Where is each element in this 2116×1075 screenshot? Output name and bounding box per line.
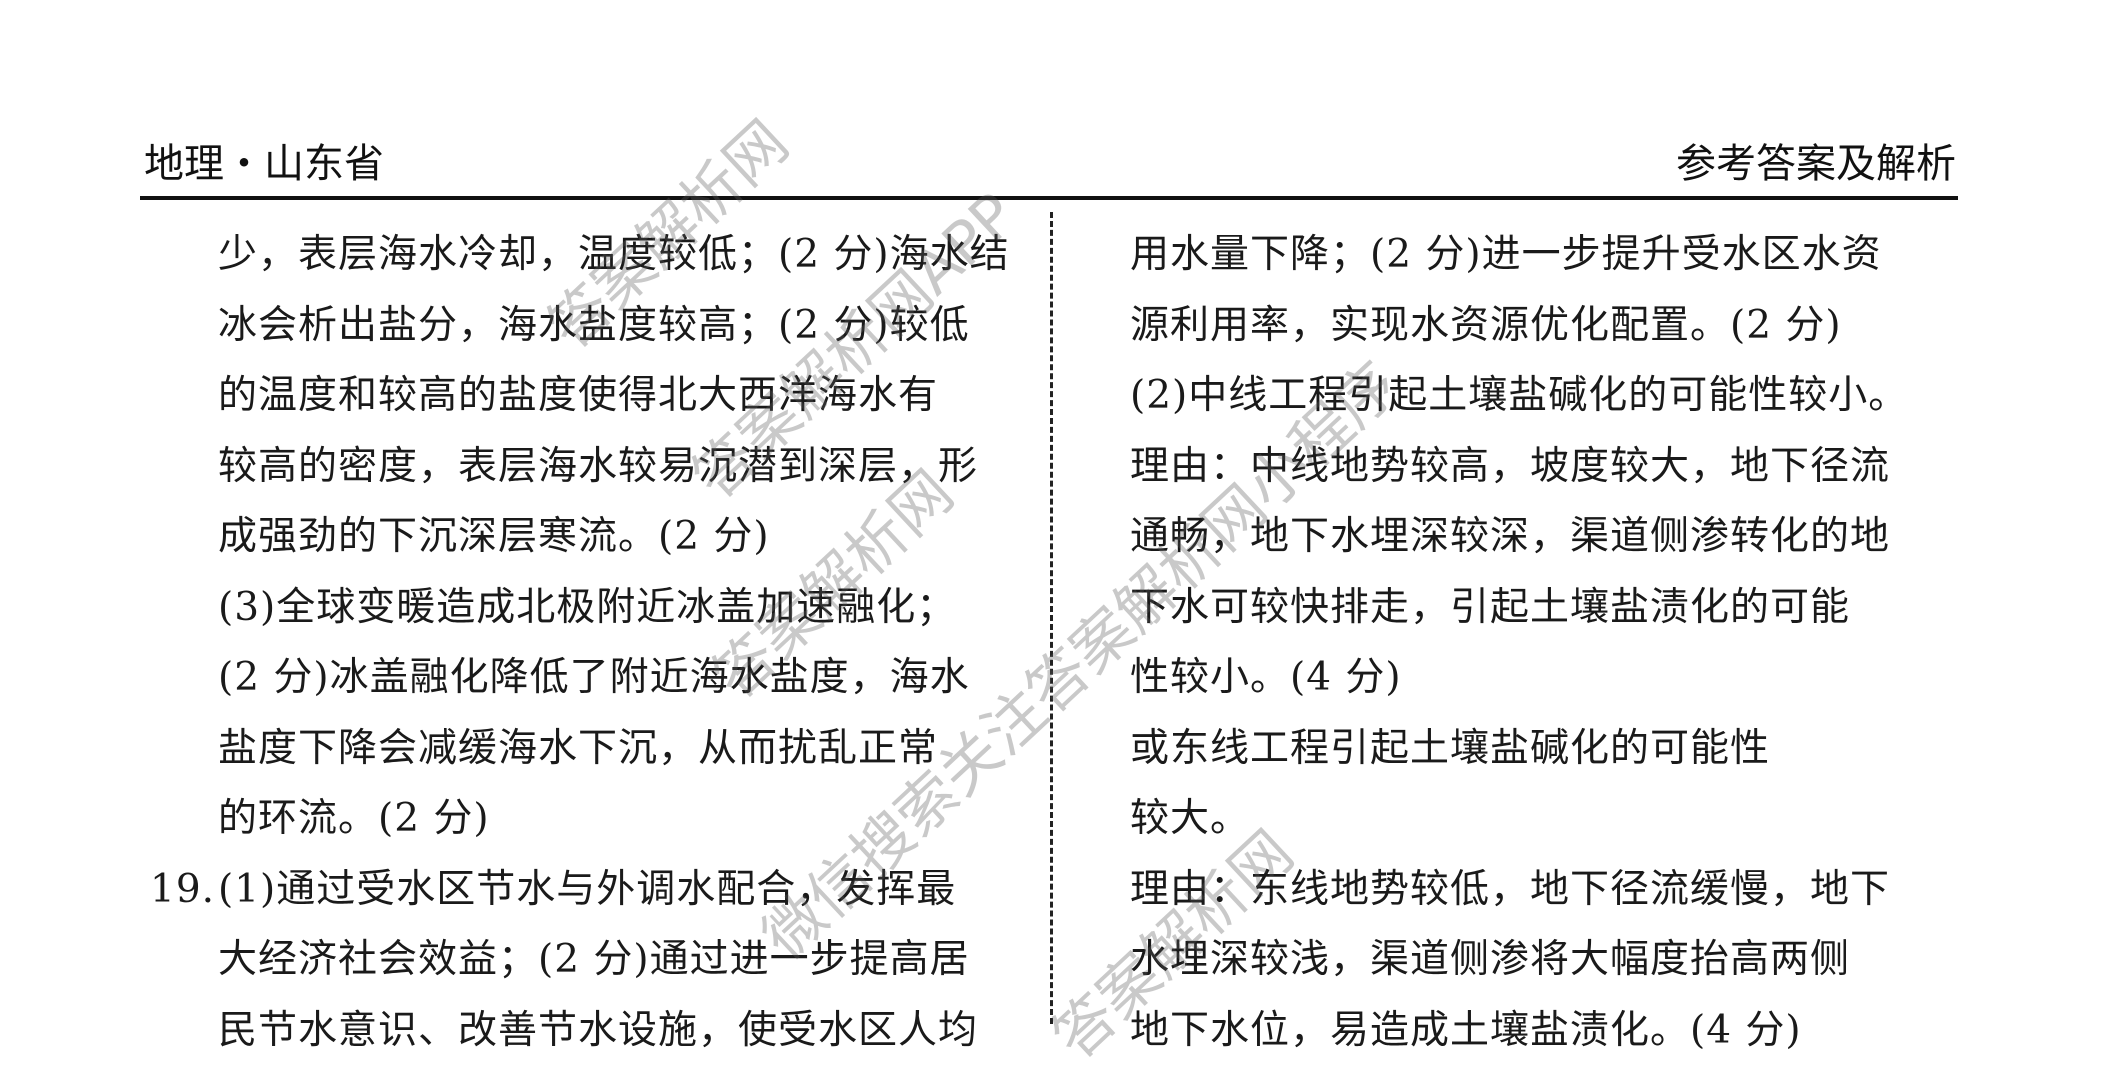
text-line: (3)全球变暖造成北极附近冰盖加速融化； [218,584,957,630]
text-line: 民节水意识、改善节水设施，使受水区人均 [218,1007,979,1053]
text-line: 下水可较快排走，引起土壤盐渍化的可能 [1130,584,1851,630]
text-line: 盐度下降会减缓海水下沉，从而扰乱正常 [218,725,939,771]
text-line: 的环流。(2 分) [218,796,490,841]
text-line: 水埋深较浅，渠道侧渗将大幅度抬高两侧 [1130,937,1851,982]
text-line: 较大。 [1130,796,1251,841]
text-line: 或东线工程引起土壤盐碱化的可能性 [1130,725,1771,771]
right-column: 用水量下降；(2 分)进一步提升受水区水资 源利用率，实现水资源优化配置。(2 … [1130,220,1960,1066]
text-line: 较高的密度，表层海水较易沉潜到深层，形 [218,443,979,489]
text-line: 成强劲的下沉深层寒流。(2 分) [218,514,770,559]
text-line: 理由：中线地势较高，坡度较大，地下径流 [1130,443,1891,489]
text-line: 地下水位，易造成土壤盐渍化。(4 分) [1130,1007,1802,1053]
text-line: 的温度和较高的盐度使得北大西洋海水有 [218,373,939,418]
text-line: (2 分)冰盖融化降低了附近海水盐度，海水 [218,655,970,700]
page-header-title: 参考答案及解析 [1676,141,1956,187]
text-line: 用水量下降；(2 分)进一步提升受水区水资 [1130,232,1882,277]
page-header-subject: 地理・山东省 [144,141,384,187]
text-line: (1)通过受水区节水与外调水配合，发挥最 [218,866,957,912]
column-divider [1050,212,1053,1024]
text-line: 少，表层海水冷却，温度较低；(2 分)海水结 [218,232,1010,277]
text-line: 通畅，地下水埋深较深，渠道侧渗转化的地 [1130,514,1891,559]
text-line: (2)中线工程引起土壤盐碱化的可能性较小。 [1130,373,1909,418]
question-19-first-line: 19.(1)通过受水区节水与外调水配合，发挥最 [150,855,1030,926]
header-rule [140,196,1958,200]
text-line: 理由：东线地势较低，地下径流缓慢，地下 [1130,866,1891,912]
question-number: 19. [150,866,216,912]
text-line: 冰会析出盐分，海水盐度较高；(2 分)较低 [218,302,970,348]
text-line: 源利用率，实现水资源优化配置。(2 分) [1130,302,1842,348]
left-column: 少，表层海水冷却，温度较低；(2 分)海水结 冰会析出盐分，海水盐度较高；(2 … [150,220,1030,1066]
text-line: 性较小。(4 分) [1130,655,1402,700]
text-line: 大经济社会效益；(2 分)通过进一步提高居 [218,937,970,982]
